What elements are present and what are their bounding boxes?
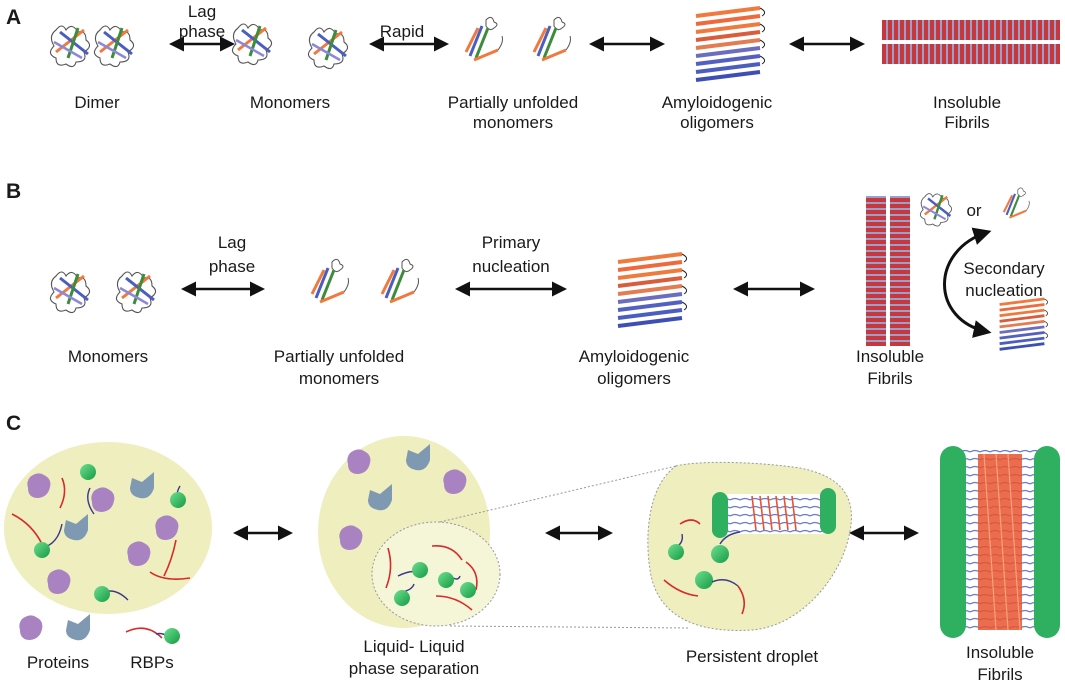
panel-c-legend bbox=[19, 614, 180, 644]
panel-a-unfolded-glyph bbox=[464, 15, 572, 62]
panel-b-letter: B bbox=[6, 180, 21, 203]
panel-c-legend-proteins: Proteins bbox=[27, 653, 89, 672]
panel-a-stage-fibrils-1: Insoluble bbox=[933, 93, 1001, 112]
panel-c-droplet bbox=[647, 461, 852, 631]
panel-b-stage-monomers: Monomers bbox=[68, 347, 148, 366]
panel-b-arrow-label-nucleation: nucleation bbox=[472, 257, 550, 276]
panel-c-stage-llps-2: phase separation bbox=[349, 659, 479, 678]
panel-c-fibril bbox=[940, 446, 1060, 638]
panel-c-stage-llps-1: Liquid- Liquid bbox=[363, 637, 464, 656]
panel-a-stage-monomers: Monomers bbox=[250, 93, 330, 112]
panel-b-arrow-label-phase: phase bbox=[209, 257, 255, 276]
panel-b-unfolded-glyph bbox=[310, 257, 420, 304]
panel-c-stage-droplet: Persistent droplet bbox=[686, 647, 819, 666]
panel-c-stage-fibrils-1: Insoluble bbox=[966, 643, 1034, 662]
panel-c-zoom-lines bbox=[439, 465, 689, 629]
panel-b-fibril-glyph bbox=[866, 196, 910, 346]
panel-a-stage-dimer: Dimer bbox=[74, 93, 120, 112]
panel-b-secondary-glyphs bbox=[919, 186, 1049, 351]
panel-a-stage-oligomers-2: oligomers bbox=[680, 113, 754, 132]
panel-c-letter: C bbox=[6, 412, 21, 435]
panel-c-legend-rbps: RBPs bbox=[130, 653, 173, 672]
panel-b-stage-unfolded-2: monomers bbox=[299, 369, 379, 388]
panel-a-oligomer-glyph bbox=[694, 6, 767, 82]
panel-a-stage-oligomers-1: Amyloidogenic bbox=[662, 93, 773, 112]
panel-b-monomers-glyph bbox=[48, 270, 158, 315]
panel-b-stage-oligomers-2: oligomers bbox=[597, 369, 671, 388]
panel-a-stage-unfolded-1: Partially unfolded bbox=[448, 93, 578, 112]
panel-a-arrow-label-lag: Lag bbox=[188, 2, 216, 21]
panel-c-dispersed-circle bbox=[4, 442, 212, 614]
panel-a-stage-fibrils-2: Fibrils bbox=[944, 113, 989, 132]
panel-a-letter: A bbox=[6, 6, 21, 29]
panel-c-stage-fibrils-2: Fibrils bbox=[977, 665, 1022, 684]
panel-b-stage-fibrils-1: Insoluble bbox=[856, 347, 924, 366]
panel-b-oligomer-glyph bbox=[616, 252, 689, 328]
panel-b-stage-unfolded-1: Partially unfolded bbox=[274, 347, 404, 366]
panel-a-dimer-glyph bbox=[48, 24, 136, 69]
panel-b-secondary-1: Secondary bbox=[963, 259, 1045, 278]
panel-a-arrow-label-phase: phase bbox=[179, 22, 225, 41]
panel-b-stage-fibrils-2: Fibrils bbox=[867, 369, 912, 388]
panel-b-secondary-2: nucleation bbox=[965, 281, 1043, 300]
panel-b-arrow-label-primary: Primary bbox=[482, 233, 541, 252]
panel-a-monomers-glyph bbox=[230, 22, 350, 71]
panel-a-arrow-label-rapid: Rapid bbox=[380, 22, 424, 41]
panel-a-fibril-glyph bbox=[882, 20, 1060, 64]
panel-b-or-word: or bbox=[966, 201, 981, 220]
panel-b-stage-oligomers-1: Amyloidogenic bbox=[579, 347, 690, 366]
panel-c-llps-circle bbox=[318, 436, 501, 628]
panel-a-stage-unfolded-2: monomers bbox=[473, 113, 553, 132]
panel-b-arrow-label-lag: Lag bbox=[218, 233, 246, 252]
